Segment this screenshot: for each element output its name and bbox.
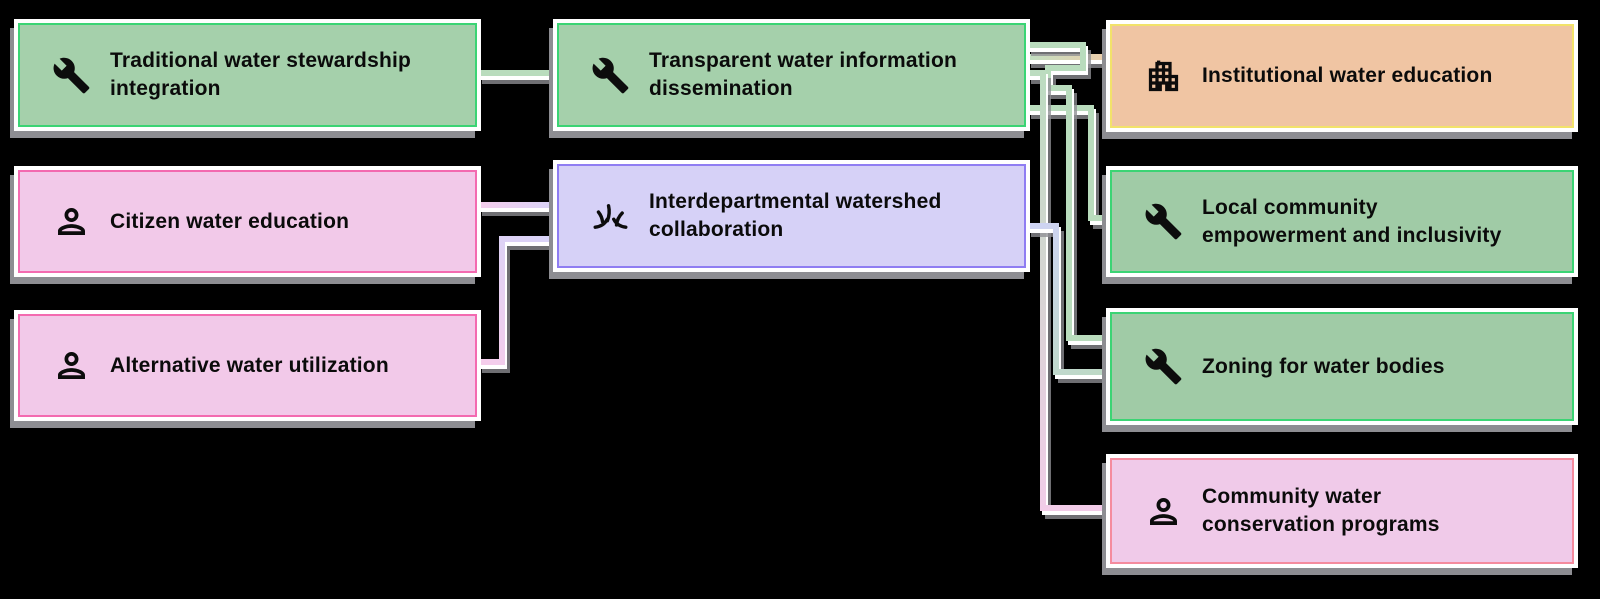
wrench-icon <box>52 56 91 95</box>
node-label: Transparent water information disseminat… <box>649 49 958 100</box>
node-label: Traditional water stewardship integratio… <box>110 49 412 100</box>
node-zoning-for-water-bodies[interactable]: Zoning for water bodies <box>1106 308 1578 425</box>
grass-icon <box>591 197 630 236</box>
wrench-icon <box>1144 347 1183 386</box>
node-local-community-empowerment-and-inclusivity[interactable]: Local community empowerment and inclusiv… <box>1106 166 1578 277</box>
node-label: Citizen water education <box>110 209 350 233</box>
node-label: Community water conservation programs <box>1202 485 1440 536</box>
node-community-water-conservation-programs[interactable]: Community water conservation programs <box>1106 454 1578 568</box>
edge-traditional-to-transparent <box>477 73 562 81</box>
person-icon <box>52 202 91 241</box>
wrench-icon <box>591 56 630 95</box>
person-icon <box>52 346 91 385</box>
node-traditional-water-stewardship-integration[interactable]: Traditional water stewardship integratio… <box>14 19 481 131</box>
node-citizen-water-education[interactable]: Citizen water education <box>14 166 481 277</box>
edge-transparent-to-zoning <box>1026 45 1115 346</box>
edge-alternative-to-interdepartmental <box>477 239 562 370</box>
node-label: Zoning for water bodies <box>1202 354 1445 378</box>
apartment-icon <box>1144 57 1183 96</box>
edge-citizen-to-interdepartmental <box>477 205 562 213</box>
node-label: Alternative water utilization <box>110 353 389 377</box>
node-label: Local community empowerment and inclusiv… <box>1202 195 1502 247</box>
edge-transparent-to-institutional <box>1026 57 1115 65</box>
node-alternative-water-utilization[interactable]: Alternative water utilization <box>14 310 481 421</box>
node-institutional-water-education[interactable]: Institutional water education <box>1106 20 1578 132</box>
node-label: Institutional water education <box>1202 64 1493 87</box>
person-icon <box>1144 492 1183 531</box>
node-label: Interdepartmental watershed collaboratio… <box>649 190 942 241</box>
node-transparent-water-information-dissemination[interactable]: Transparent water information disseminat… <box>553 19 1030 131</box>
wrench-icon <box>1144 202 1183 241</box>
node-interdepartmental-watershed-collaboration[interactable]: Interdepartmental watershed collaboratio… <box>553 160 1030 272</box>
